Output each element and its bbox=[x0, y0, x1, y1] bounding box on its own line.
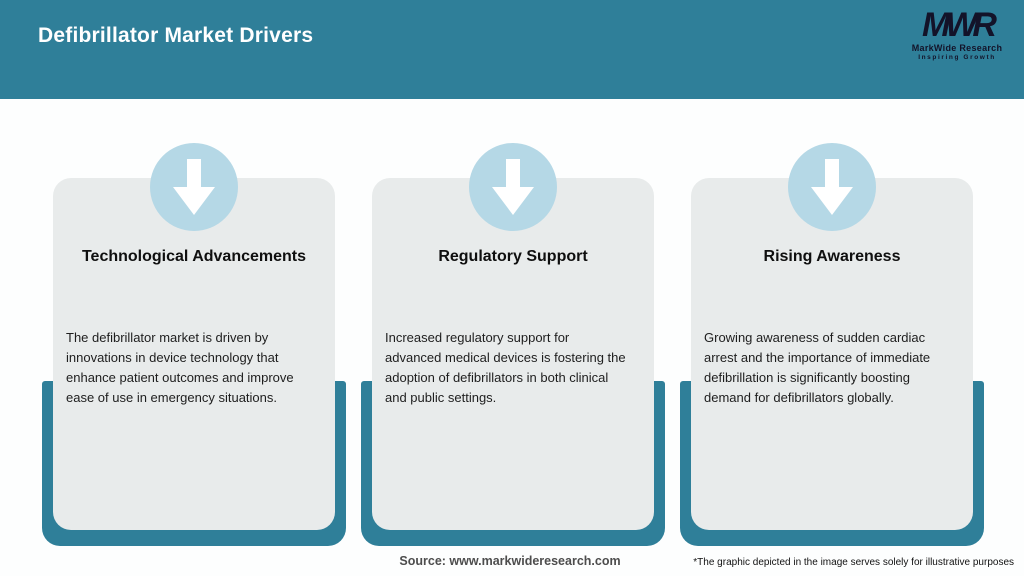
header-banner: Defibrillator Market Drivers MWR MarkWid… bbox=[0, 0, 1024, 99]
logo-name: MarkWide Research bbox=[911, 43, 1003, 53]
arrow-down-icon bbox=[173, 159, 215, 215]
card-body: The defibrillator market is driven by in… bbox=[66, 330, 294, 405]
arrow-circle bbox=[788, 143, 876, 231]
card-title: Rising Awareness bbox=[763, 248, 901, 265]
card-title: Technological Advancements bbox=[81, 248, 307, 265]
source-text: Source: www.markwideresearch.com bbox=[399, 554, 621, 568]
card-technological-advancements: Technological Advancements The defibrill… bbox=[53, 178, 335, 530]
logo-tagline: Inspiring Growth bbox=[918, 54, 996, 61]
page-title: Defibrillator Market Drivers bbox=[38, 24, 314, 47]
markwide-research-logo: MWR MarkWide Research Inspiring Growth bbox=[902, 8, 1012, 61]
arrow-down-icon bbox=[811, 159, 853, 215]
card-body: Growing awareness of sudden cardiac arre… bbox=[704, 330, 931, 405]
arrow-circle bbox=[469, 143, 557, 231]
card-body: Increased regulatory support for advance… bbox=[385, 330, 626, 405]
card-rising-awareness: Rising Awareness Growing awareness of su… bbox=[691, 178, 973, 530]
arrow-down-icon bbox=[492, 159, 534, 215]
disclaimer-text: *The graphic depicted in the image serve… bbox=[693, 557, 1014, 568]
card-title: Regulatory Support bbox=[438, 248, 588, 265]
card-regulatory-support: Regulatory Support Increased regulatory … bbox=[372, 178, 654, 530]
arrow-circle bbox=[150, 143, 238, 231]
logo-monogram: MWR bbox=[922, 6, 997, 44]
